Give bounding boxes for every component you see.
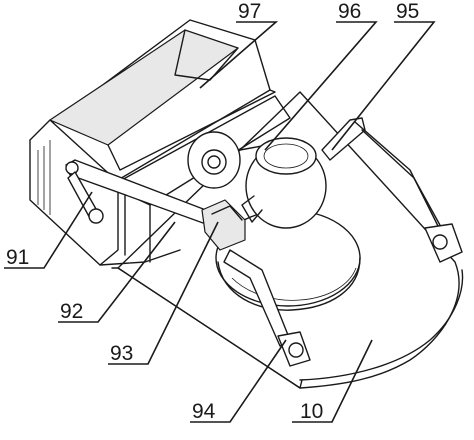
label-92: 92: [60, 300, 83, 323]
label-93: 93: [110, 342, 133, 365]
label-96: 96: [338, 0, 361, 23]
label-10: 10: [300, 400, 323, 423]
reference-numerals: 97 96 95 91 92 93 94 10: [6, 0, 419, 423]
label-94: 94: [192, 400, 216, 423]
label-97: 97: [238, 0, 261, 23]
hopper-frame: [29, 19, 291, 266]
label-91: 91: [6, 246, 29, 269]
leader-lines: [4, 21, 436, 423]
label-95: 95: [396, 0, 419, 23]
